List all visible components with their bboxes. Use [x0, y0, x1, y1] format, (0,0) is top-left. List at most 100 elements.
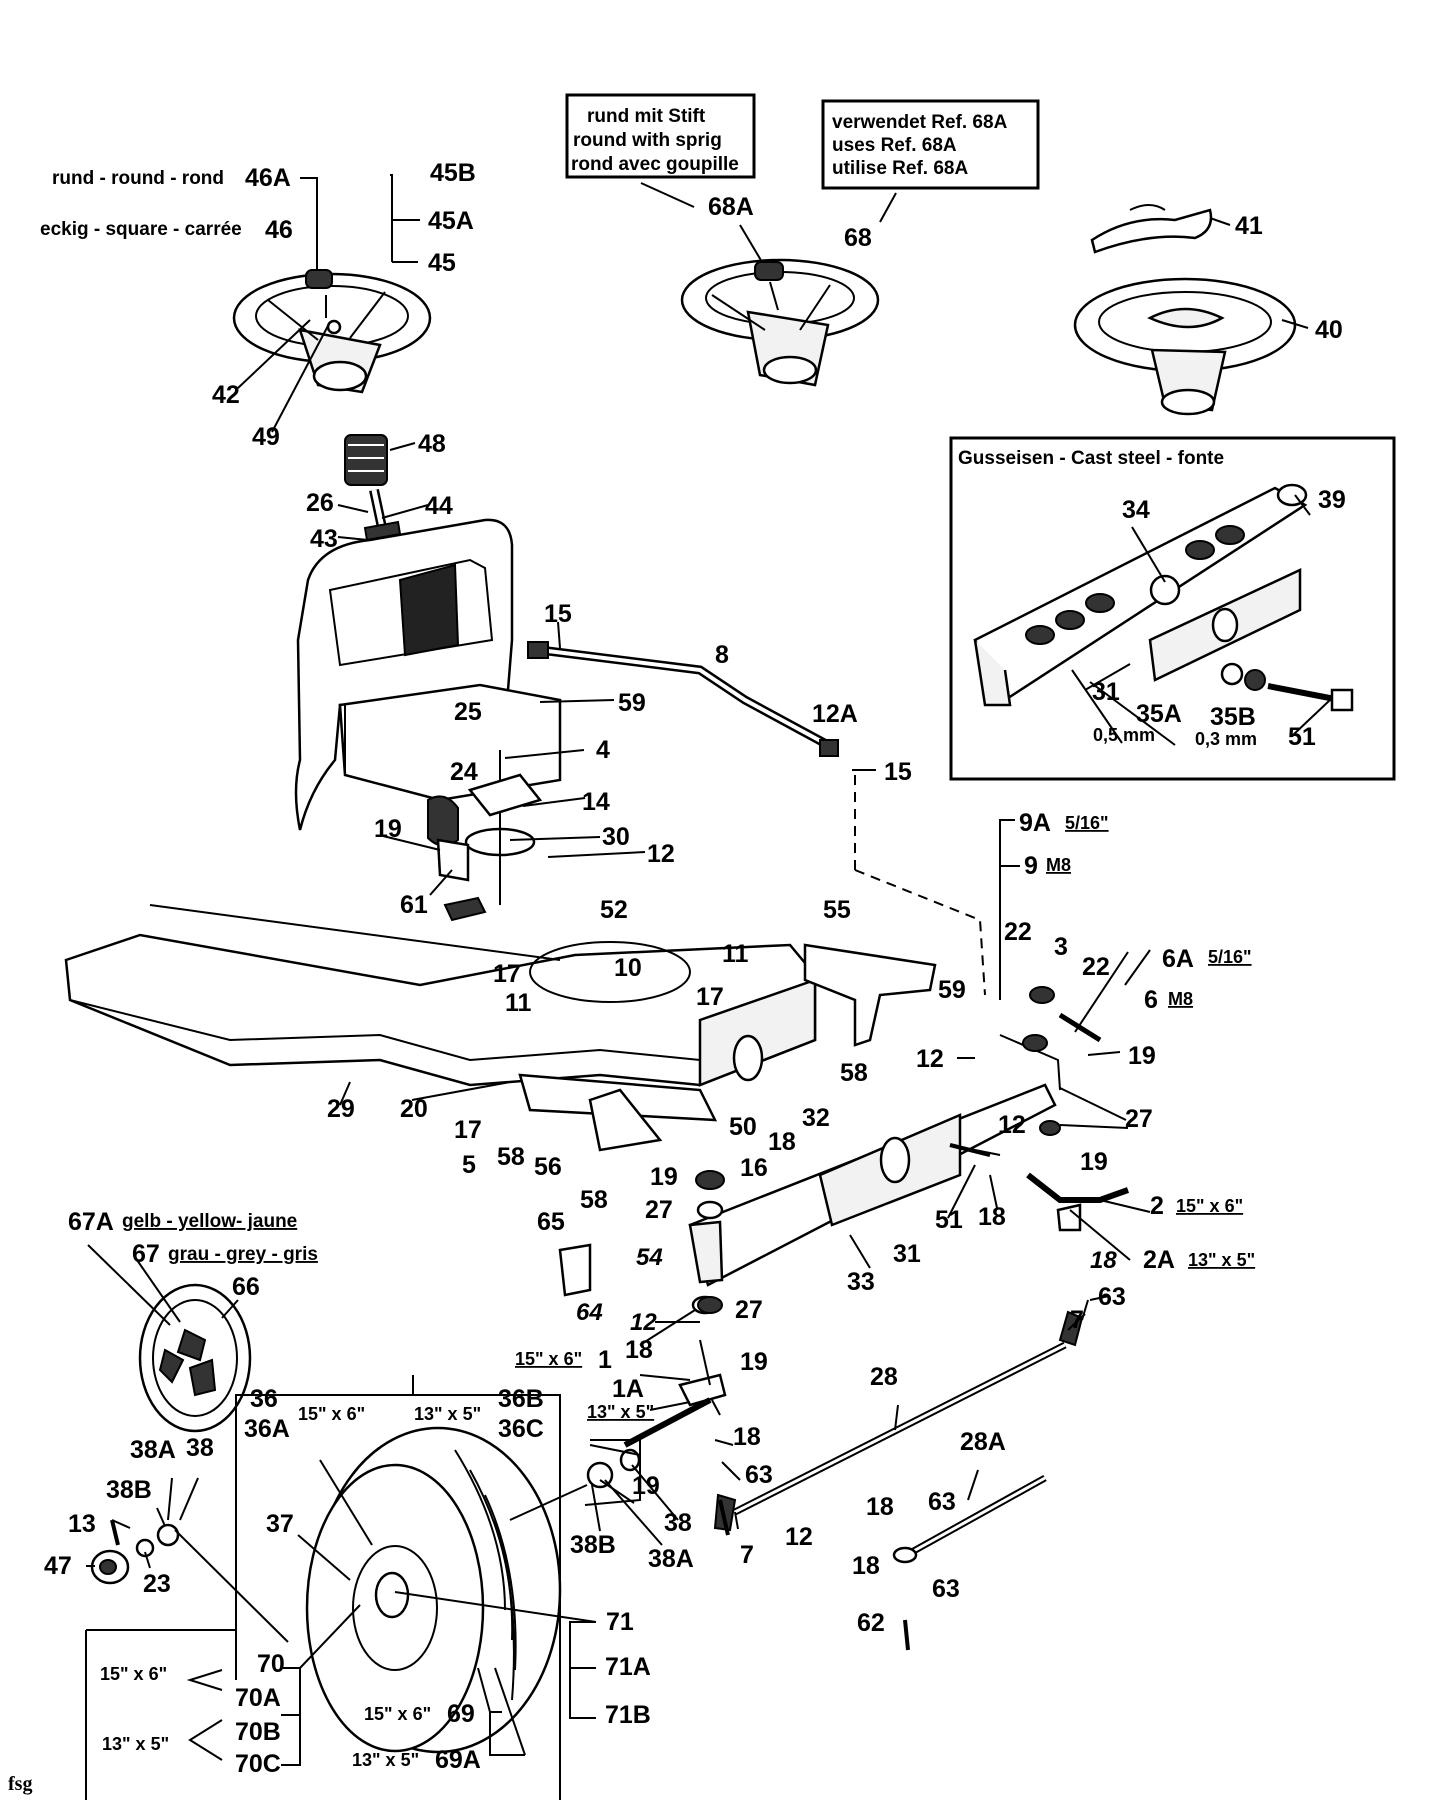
drag-link-8 [527, 641, 986, 996]
size-13x5b: 13" x 5" [587, 1402, 654, 1422]
note-box-round-pin: rund mit Stift round with sprig rond ave… [565, 93, 756, 179]
part-label-28a: 28A [960, 1428, 1006, 1456]
note-line: utilise Ref. 68A [832, 158, 968, 179]
part-label-35b: 35B [1210, 703, 1256, 731]
size-5-16: 5/16" [1065, 813, 1109, 833]
part-label-46a: 46A [245, 164, 291, 192]
part-label-31-inset: 31 [1092, 678, 1120, 706]
part-label-19e: 19 [740, 1348, 768, 1376]
part-label-58c: 58 [580, 1186, 608, 1214]
part-label-62: 62 [857, 1609, 885, 1637]
part-label-18e: 18 [733, 1423, 761, 1451]
part-label-22a: 22 [1004, 918, 1032, 946]
size-69-13x5: 13" x 5" [352, 1750, 419, 1770]
part-label-54: 54 [636, 1244, 663, 1271]
part-label-33: 33 [847, 1268, 875, 1296]
spring-48 [344, 434, 388, 486]
steering-wheel-45 [232, 269, 432, 394]
part-label-68a: 68A [708, 193, 754, 221]
part-label-55: 55 [823, 896, 851, 924]
note-67a-yellow: gelb - yellow- jaune [122, 1211, 297, 1232]
part-label-2a: 2A [1143, 1246, 1175, 1274]
part-label-12c: 12 [998, 1111, 1026, 1139]
part-label-63d: 63 [932, 1575, 960, 1603]
note-line: uses Ref. 68A [832, 135, 957, 156]
part-label-26: 26 [306, 489, 334, 517]
part-label-37: 37 [266, 1510, 294, 1538]
part-label-7a: 7 [1070, 1306, 1084, 1334]
part-label-63a: 63 [1098, 1283, 1126, 1311]
part-label-51-inset: 51 [1288, 723, 1316, 751]
part-label-31: 31 [893, 1240, 921, 1268]
part-label-12b: 12 [916, 1045, 944, 1073]
part-label-19c: 19 [1080, 1148, 1108, 1176]
part-label-46: 46 [265, 216, 293, 244]
front-axle-33 [688, 1034, 1061, 1287]
part-label-70c: 70C [235, 1750, 281, 1778]
part-label-6a: 6A [1162, 945, 1194, 973]
part-label-18a: 18 [768, 1128, 796, 1156]
part-label-38b: 38B [106, 1476, 152, 1504]
part-label-1: 1 [598, 1346, 612, 1374]
seat [294, 518, 562, 831]
part-label-12: 12 [647, 840, 675, 868]
part-label-1a: 1A [612, 1375, 644, 1403]
part-label-18f: 18 [866, 1493, 894, 1521]
steering-wheel-68 [680, 258, 880, 387]
part-label-68: 68 [844, 224, 872, 252]
part-label-71: 71 [606, 1608, 634, 1636]
cast-steel-inset: Gusseisen - Cast steel - fonte [949, 436, 1396, 781]
part-label-63b: 63 [745, 1461, 773, 1489]
part-label-23: 23 [143, 1570, 171, 1598]
steering-gear-plate [427, 750, 543, 922]
part-label-17c: 17 [454, 1116, 482, 1144]
part-label-19d: 19 [650, 1163, 678, 1191]
part-label-56: 56 [534, 1153, 562, 1181]
part-labels: rund - round - rond 46A eckig - square -… [8, 159, 1346, 1795]
part-label-32: 32 [802, 1104, 830, 1132]
note-line: rund mit Stift [587, 106, 706, 127]
part-label-59b: 59 [938, 976, 966, 1004]
part-label-18d: 18 [625, 1336, 653, 1364]
part-label-70a: 70A [235, 1684, 281, 1712]
size-70-15x6: 15" x 6" [100, 1664, 167, 1684]
part-label-70: 70 [257, 1650, 285, 1678]
part-label-38a: 38A [130, 1436, 176, 1464]
size-m8b: M8 [1168, 989, 1193, 1009]
part-label-7b: 7 [740, 1541, 754, 1569]
part-label-12a: 12A [812, 700, 858, 728]
part-label-45: 45 [428, 249, 456, 277]
part-label-28: 28 [870, 1363, 898, 1391]
tie-rod-28a [892, 1474, 1047, 1564]
part-label-38: 38 [186, 1434, 214, 1462]
part-label-19: 19 [374, 815, 402, 843]
size-70-13x5: 13" x 5" [102, 1734, 169, 1754]
part-label-42: 42 [212, 381, 240, 409]
size-0-3mm: 0,3 mm [1195, 729, 1257, 749]
part-label-3: 3 [1054, 933, 1068, 961]
part-label-5: 5 [462, 1151, 476, 1179]
part-label-41: 41 [1235, 212, 1263, 240]
part-label-58b: 58 [497, 1143, 525, 1171]
part-label-39: 39 [1318, 486, 1346, 514]
part-label-47: 47 [44, 1552, 72, 1580]
part-label-51: 51 [935, 1206, 963, 1234]
part-label-65: 65 [537, 1208, 565, 1236]
chassis-deck [64, 904, 817, 1152]
part-label-50: 50 [729, 1113, 757, 1141]
part-label-58a: 58 [840, 1059, 868, 1087]
steering-wheel-40 [1073, 277, 1297, 416]
wheel-tire [305, 1426, 562, 1754]
part-label-69a: 69A [435, 1746, 481, 1774]
part-label-69: 69 [447, 1700, 475, 1728]
part-label-38b2: 38 [664, 1509, 692, 1537]
part-label-67: 67 [132, 1240, 160, 1268]
part-label-71b: 71B [605, 1701, 651, 1729]
part-label-9a: 9A [1019, 809, 1051, 837]
part-label-38a-b: 38A [648, 1545, 694, 1573]
part-label-70b: 70B [235, 1718, 281, 1746]
part-label-19b: 19 [1128, 1042, 1156, 1070]
size-36-15x6: 15" x 6" [298, 1404, 365, 1424]
part-label-19f: 19 [632, 1472, 660, 1500]
